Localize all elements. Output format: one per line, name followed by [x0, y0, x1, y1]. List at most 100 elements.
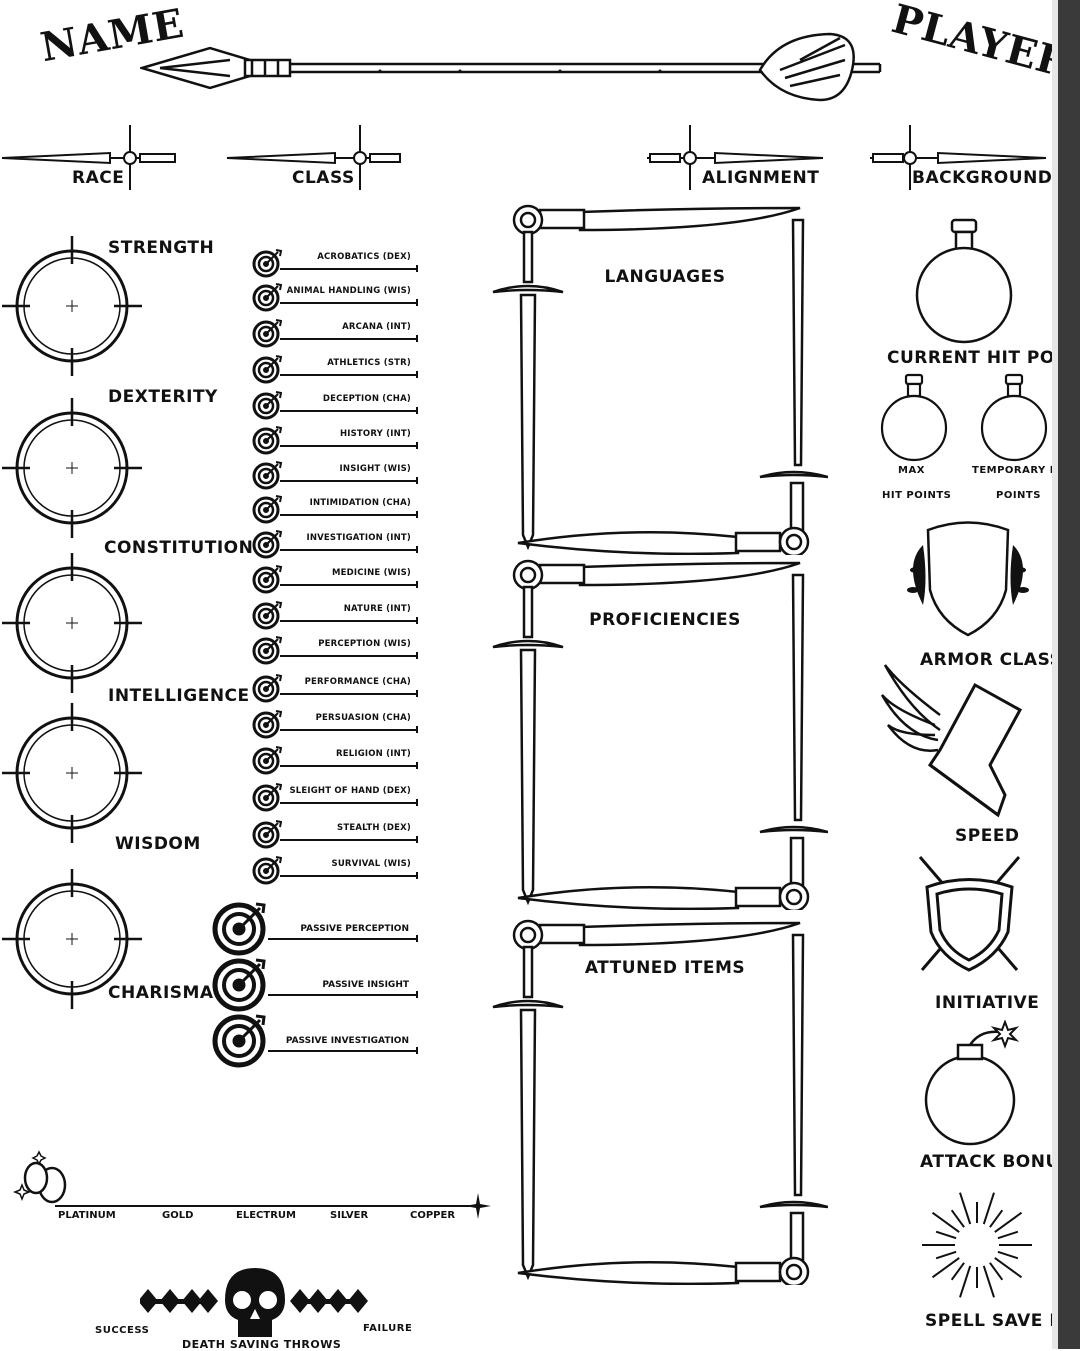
skill-label: MEDICINE (WIS): [332, 568, 411, 578]
target-icon: [252, 390, 283, 420]
skill-line: [280, 265, 418, 271]
armor-class-label: ARMOR CLASS: [920, 650, 1063, 670]
bomb-icon: [924, 1020, 1020, 1146]
skill-row[interactable]: INSIGHT (WIS): [252, 460, 418, 490]
skill-row[interactable]: RELIGION (INT): [252, 745, 418, 775]
skill-row[interactable]: NATURE (INT): [252, 600, 418, 630]
target-icon: [252, 564, 283, 594]
skill-row[interactable]: ANIMAL HANDLING (WIS): [252, 282, 418, 312]
scrollbar[interactable]: [1058, 0, 1080, 1349]
passive-label: PASSIVE INVESTIGATION: [285, 1036, 409, 1046]
passive-line: [268, 1047, 418, 1053]
skill-line: [280, 836, 418, 842]
passive-line: [268, 991, 418, 997]
target-icon: [252, 529, 283, 559]
skill-row[interactable]: SLEIGHT OF HAND (DEX): [252, 782, 418, 812]
skill-row[interactable]: INTIMIDATION (CHA): [252, 494, 418, 524]
coin-label-gold: GOLD: [162, 1210, 194, 1221]
skill-row[interactable]: MEDICINE (WIS): [252, 564, 418, 594]
skill-line: [280, 762, 418, 768]
death-saves-icon: [140, 1268, 368, 1337]
target-icon: [252, 354, 283, 384]
skill-row[interactable]: SURVIVAL (WIS): [252, 855, 418, 885]
skill-label: PERCEPTION (WIS): [318, 639, 411, 649]
temp-hp-potion-icon: [980, 373, 1048, 462]
background-label: BACKGROUND: [912, 168, 1053, 188]
skill-row[interactable]: ARCANA (INT): [252, 318, 418, 348]
panel-title-languages: LANGUAGES: [604, 267, 726, 287]
coin-line: [55, 1205, 475, 1207]
current-hp-potion-icon: [915, 218, 1013, 344]
passive-row[interactable]: PASSIVE PERCEPTION: [212, 900, 418, 956]
skill-row[interactable]: INVESTIGATION (INT): [252, 529, 418, 559]
race-label: RACE: [72, 168, 125, 188]
ability-label-wisdom: WISDOM: [115, 834, 201, 854]
skill-label: ANIMAL HANDLING (WIS): [286, 286, 411, 296]
ability-label-intelligence: INTELLIGENCE: [108, 686, 250, 706]
skill-line: [280, 299, 418, 305]
skill-row[interactable]: ACROBATICS (DEX): [252, 248, 418, 278]
current-hp-label: CURRENT HIT POINTS: [887, 348, 1080, 368]
arrow-icon: [140, 32, 882, 102]
coin-label-platinum: PLATINUM: [58, 1210, 116, 1221]
skill-line: [280, 371, 418, 377]
ability-label-charisma: CHARISMA: [108, 983, 214, 1003]
skill-line: [280, 546, 418, 552]
skill-row[interactable]: HISTORY (INT): [252, 425, 418, 455]
skill-line: [280, 335, 418, 341]
target-icon: [252, 819, 283, 849]
ability-label-constitution: CONSTITUTION: [104, 538, 254, 558]
skill-label: ARCANA (INT): [342, 322, 411, 332]
skill-label: INSIGHT (WIS): [339, 464, 411, 474]
alignment-label: ALIGNMENT: [702, 168, 820, 188]
initiative-shield-icon: [918, 856, 1021, 972]
skill-line: [280, 407, 418, 413]
skill-label: STEALTH (DEX): [337, 823, 411, 833]
skill-row[interactable]: PERSUASION (CHA): [252, 709, 418, 739]
spell-save-label: SPELL SAVE DC: [925, 1311, 1077, 1331]
skill-row[interactable]: PERFORMANCE (CHA): [252, 673, 418, 703]
panel-title-proficiencies: PROFICIENCIES: [589, 610, 741, 630]
skill-line: [280, 477, 418, 483]
skill-line: [280, 652, 418, 658]
race-sword-icon: [1, 125, 176, 190]
skill-label: SLEIGHT OF HAND (DEX): [289, 786, 411, 796]
target-icon: [252, 635, 283, 665]
skill-line: [280, 872, 418, 878]
skill-line: [280, 442, 418, 448]
death-failure-label: FAILURE: [363, 1323, 413, 1334]
background-sword-icon: [870, 125, 1047, 190]
skill-line: [280, 690, 418, 696]
scroll-gutter: [1052, 0, 1058, 1349]
passive-row[interactable]: PASSIVE INSIGHT: [212, 956, 418, 1012]
class-sword-icon: [226, 125, 401, 190]
skill-label: PERFORMANCE (CHA): [304, 677, 411, 687]
skill-label: ACROBATICS (DEX): [317, 252, 411, 262]
panel-title-attuned: ATTUNED ITEMS: [584, 958, 746, 978]
target-icon: [252, 494, 283, 524]
target-icon: [252, 673, 283, 703]
max-hp-label-1: MAX: [898, 465, 925, 476]
skill-row[interactable]: STEALTH (DEX): [252, 819, 418, 849]
target-icon: [252, 248, 283, 278]
sword-frame-proficiencies: [492, 559, 828, 910]
skill-label: RELIGION (INT): [335, 749, 411, 759]
burst-icon: [922, 1192, 1032, 1298]
target-icon: [252, 745, 283, 775]
skill-row[interactable]: PERCEPTION (WIS): [252, 635, 418, 665]
target-icon: [252, 782, 283, 812]
skill-line: [280, 799, 418, 805]
target-icon: [252, 600, 283, 630]
target-icon: [212, 1012, 268, 1068]
skill-row[interactable]: DECEPTION (CHA): [252, 390, 418, 420]
passive-row[interactable]: PASSIVE INVESTIGATION: [212, 1012, 418, 1068]
coin-line-star-icon: [465, 1193, 491, 1219]
crosshair-icon: [2, 703, 142, 843]
skill-line: [280, 511, 418, 517]
skill-label: DECEPTION (CHA): [322, 394, 411, 404]
sword-frame-attuned: [492, 919, 828, 1285]
skill-row[interactable]: ATHLETICS (STR): [252, 354, 418, 384]
death-saves-title: DEATH SAVING THROWS: [182, 1338, 342, 1351]
skill-label: HISTORY (INT): [339, 429, 411, 439]
coin-label-electrum: ELECTRUM: [236, 1210, 296, 1221]
